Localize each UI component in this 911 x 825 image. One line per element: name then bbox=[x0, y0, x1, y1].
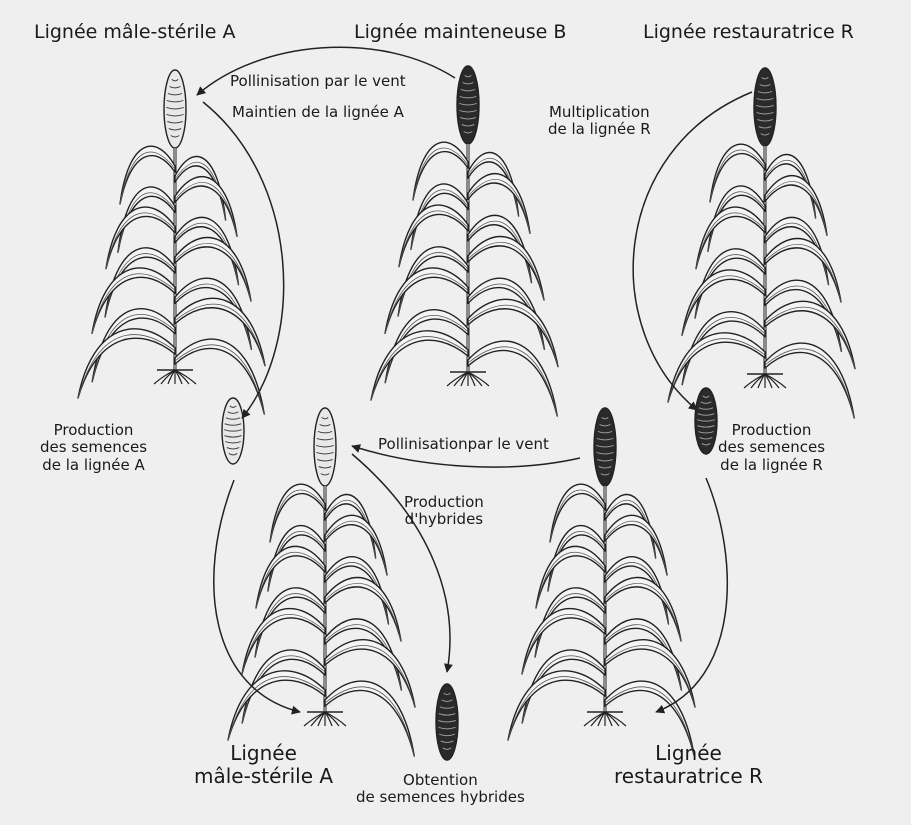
label-maintainer-b: Lignée mainteneuse B bbox=[354, 22, 566, 44]
plant-restorer-r-bottom bbox=[508, 408, 695, 756]
label-produce-hybrids: Production d'hybrides bbox=[404, 494, 484, 529]
label-produce-seed-a: Production des semences de la lignée A bbox=[40, 422, 147, 474]
label-obtain-hybrid-seed: Obtention de semences hybrides bbox=[356, 772, 525, 807]
label-bottom-restorer-r: Lignée restauratrice R bbox=[614, 742, 763, 788]
label-pollination-middle: Pollinisationpar le vent bbox=[378, 436, 549, 453]
arrow-a-to-seed-a bbox=[203, 102, 284, 418]
plant-restorer-r-top bbox=[668, 68, 855, 418]
plant-male-sterile-a-bottom bbox=[228, 408, 415, 756]
label-maintain-a: Maintien de la lignée A bbox=[232, 104, 404, 121]
arrow-seed-r-to-bottom-r bbox=[656, 478, 727, 712]
panicle-seed-r-icon bbox=[695, 388, 717, 454]
label-bottom-male-sterile-a: Lignée mâle-stérile A bbox=[194, 742, 333, 788]
label-produce-seed-r: Production des semences de la lignée R bbox=[718, 422, 825, 474]
panicle-seed-a-icon bbox=[222, 398, 244, 464]
panicle-hybrid-seed-icon bbox=[436, 684, 458, 760]
plant-male-sterile-a-top bbox=[78, 70, 265, 414]
label-pollination-top: Pollinisation par le vent bbox=[230, 73, 406, 90]
label-male-sterile-a: Lignée mâle-stérile A bbox=[34, 22, 236, 44]
label-multiply-r: Multiplication de la lignée R bbox=[548, 104, 651, 139]
label-restorer-r: Lignée restauratrice R bbox=[643, 22, 854, 44]
